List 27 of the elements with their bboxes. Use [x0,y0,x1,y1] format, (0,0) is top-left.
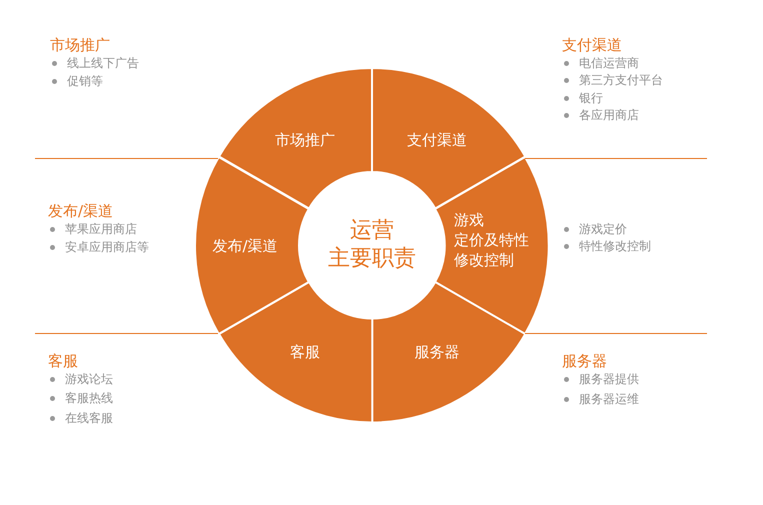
bullet-item: 电信运营商 [562,55,639,71]
bullet-item: 安卓应用商店等 [48,239,149,255]
center-title: 运营主要职责 [327,217,417,273]
bullet-item: 服务器提供 [562,371,639,387]
section-heading: 支付渠道 [562,36,622,54]
bullet-item: 促销等 [50,73,103,89]
section-heading: 客服 [48,352,78,370]
bullet-item: 第三方支付平台 [562,72,663,88]
segment-label: 发布/渠道 [212,236,278,256]
bullet-item: 线上线下广告 [50,55,139,71]
bullet-item: 苹果应用商店 [48,221,137,237]
bullet-item: 银行 [562,90,603,106]
segment-label: 支付渠道 [407,130,467,150]
bullet-item: 游戏论坛 [48,371,113,387]
segment-label: 游戏定价及特性修改控制 [454,210,529,270]
section-heading: 发布/渠道 [48,202,114,220]
section-heading: 市场推广 [50,36,110,54]
bullet-item: 各应用商店 [562,107,639,123]
bullet-item: 游戏定价 [562,221,627,237]
segment-label: 市场推广 [274,130,335,150]
bullet-item: 服务器运维 [562,391,639,407]
bullet-item: 客服热线 [48,390,113,406]
segment-label: 客服 [290,342,320,362]
section-heading: 服务器 [562,352,607,370]
segment-label: 服务器 [414,342,460,362]
bullet-item: 在线客服 [48,410,113,426]
bullet-item: 特性修改控制 [562,238,651,254]
